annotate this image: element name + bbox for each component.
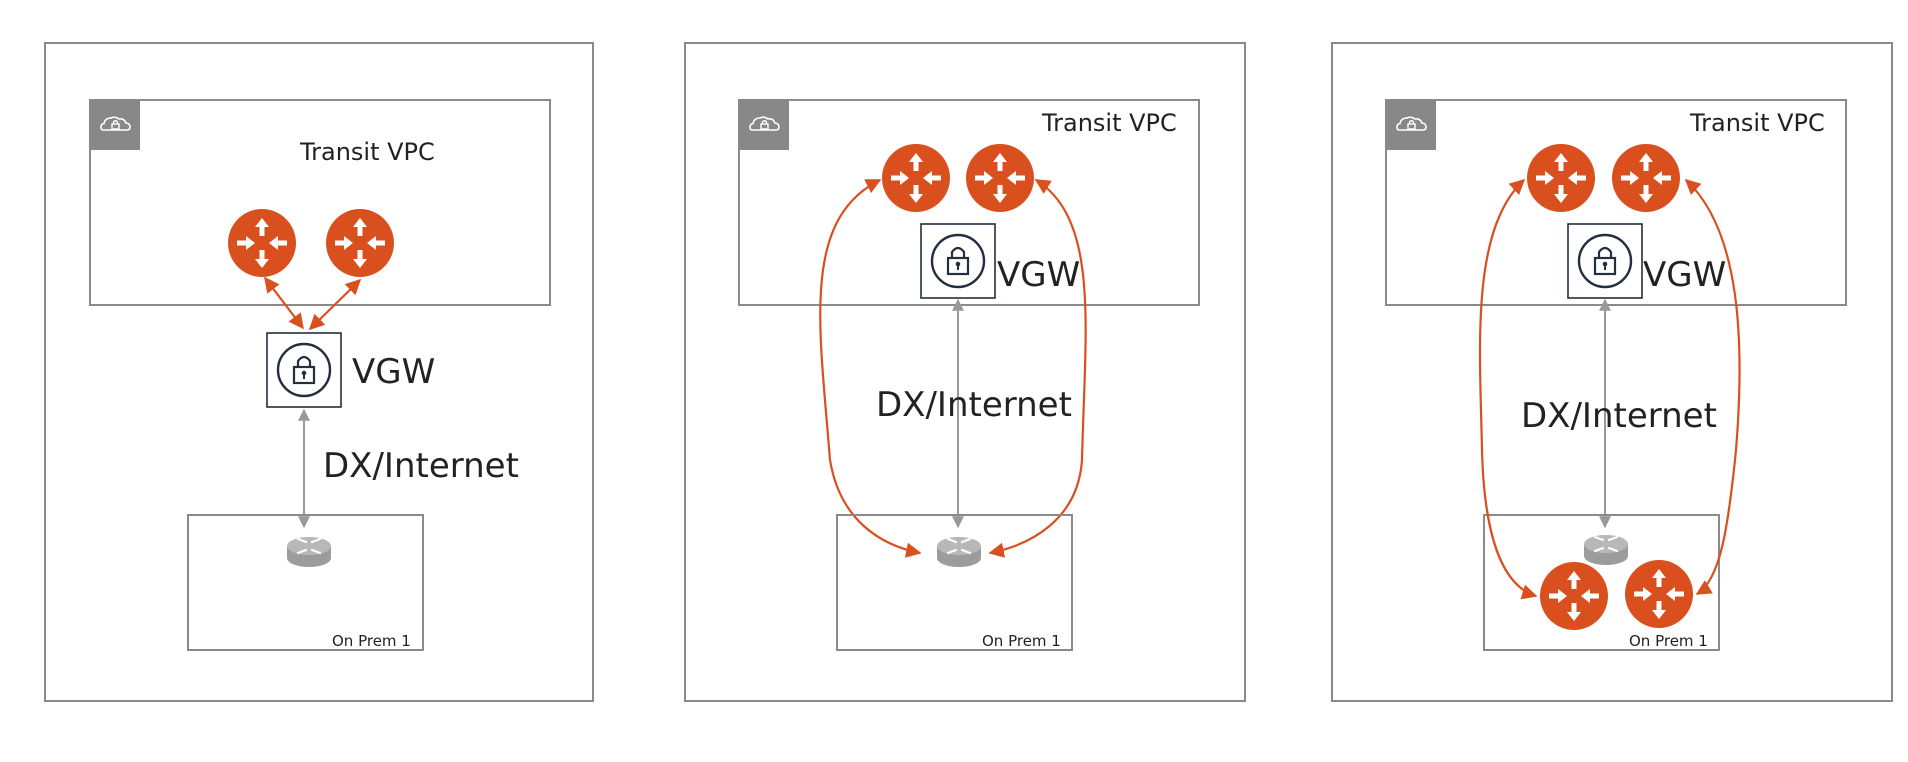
router-icon xyxy=(966,144,1034,212)
vgw-label: VGW xyxy=(1643,255,1726,295)
onprem-label: On Prem 1 xyxy=(1629,632,1708,650)
router-icon xyxy=(882,144,950,212)
router-onprem-arrow-left xyxy=(1478,178,1538,600)
panel-1: Transit VPC VGW DX/Internet On Prem 1 xyxy=(44,42,594,702)
vgw-label: VGW xyxy=(352,352,435,392)
panel-3: Transit VPC VGW DX/Internet On Prem 1 xyxy=(1331,42,1893,702)
transit-vpc-label: Transit VPC xyxy=(299,138,435,166)
cloud-lock-icon xyxy=(89,99,141,151)
lock-icon xyxy=(919,222,997,300)
onprem-box xyxy=(836,514,1073,651)
router-vgw-arrow xyxy=(308,278,362,331)
cloud-lock-icon xyxy=(1385,99,1437,151)
dx-internet-label: DX/Internet xyxy=(1521,396,1717,436)
onprem-router-icon xyxy=(935,535,983,569)
router-onprem-arrow-right xyxy=(988,179,1087,558)
router-onprem-arrow-right xyxy=(1684,178,1741,595)
lock-icon xyxy=(265,331,343,409)
router-icon xyxy=(326,209,394,277)
onprem-label: On Prem 1 xyxy=(982,632,1061,650)
lock-icon xyxy=(1566,222,1644,300)
dx-internet-label: DX/Internet xyxy=(323,446,519,486)
transit-vpc-box xyxy=(738,99,1200,306)
onprem-router-icon xyxy=(285,535,333,569)
router-icon xyxy=(1527,144,1595,212)
router-icon xyxy=(1540,562,1608,630)
router-vgw-arrow xyxy=(264,276,304,330)
panel-2-border xyxy=(684,42,1246,702)
vgw-label: VGW xyxy=(997,255,1080,295)
transit-vpc-box xyxy=(1385,99,1847,306)
onprem-label: On Prem 1 xyxy=(332,632,411,650)
onprem-router-icon xyxy=(1582,533,1630,567)
router-icon xyxy=(1625,560,1693,628)
transit-vpc-box xyxy=(89,99,551,306)
router-onprem-arrow-left xyxy=(819,179,922,558)
transit-vpc-label: Transit VPC xyxy=(1041,109,1177,137)
dx-internet-label: DX/Internet xyxy=(876,385,1072,425)
router-icon xyxy=(1612,144,1680,212)
panel-2: Transit VPC VGW DX/Internet On Prem 1 xyxy=(684,42,1246,702)
onprem-box xyxy=(187,514,424,651)
panel-1-border xyxy=(44,42,594,702)
onprem-box xyxy=(1483,514,1720,651)
transit-vpc-label: Transit VPC xyxy=(1689,109,1825,137)
router-icon xyxy=(228,209,296,277)
panel-3-border xyxy=(1331,42,1893,702)
cloud-lock-icon xyxy=(738,99,790,151)
